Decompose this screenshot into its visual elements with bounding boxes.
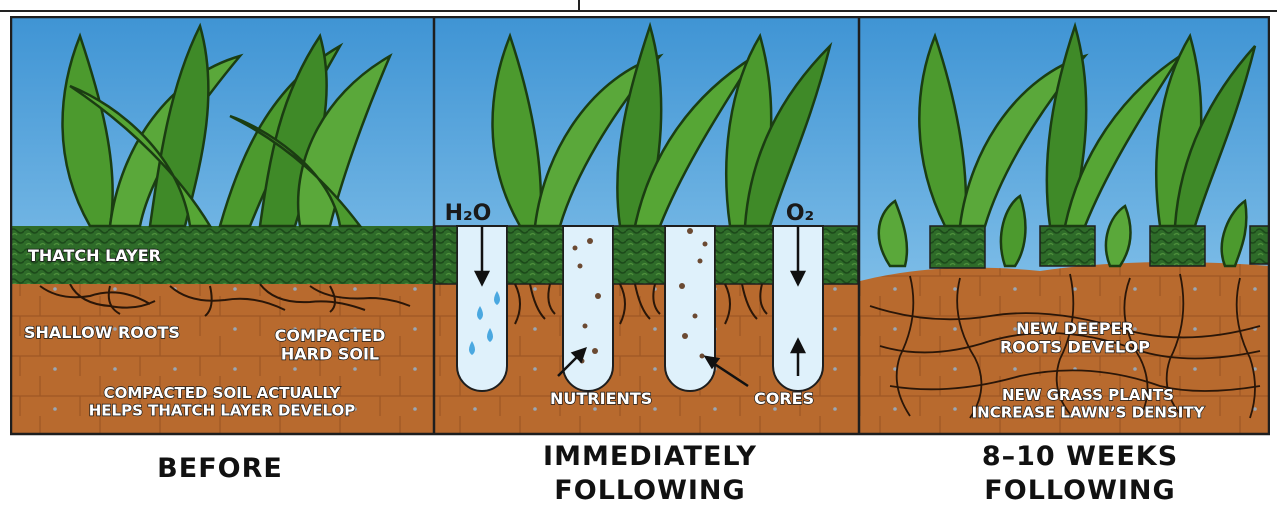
top-tick — [578, 0, 580, 12]
caption-before: BEFORE — [80, 452, 360, 486]
deeper-roots-label: NEW DEEPERROOTS DEVELOP — [1000, 319, 1150, 356]
caption-weeks-following: 8–10 WEEKS FOLLOWING — [930, 440, 1230, 508]
panel-weeks-following: NEW DEEPERROOTS DEVELOP NEW GRASS PLANTS… — [860, 16, 1270, 434]
compacted-soil-label: COMPACTEDHARD SOIL — [275, 326, 386, 363]
panel-before: THATCH LAYER SHALLOW ROOTS COMPACTEDHARD… — [10, 16, 433, 434]
h2o-label: H₂O — [445, 201, 492, 226]
nutrients-label: NUTRIENTS — [550, 389, 652, 408]
cores-label: CORES — [754, 389, 814, 408]
compaction-note-label: COMPACTED SOIL ACTUALLYHELPS THATCH LAYE… — [89, 384, 356, 419]
panel-immediately-following: H₂O O₂ NUTRIENTS CORES — [435, 16, 858, 434]
grass-density-label: NEW GRASS PLANTSINCREASE LAWN’S DENSITY — [972, 386, 1206, 421]
top-rule — [0, 10, 1277, 12]
thatch-layer-label: THATCH LAYER — [28, 246, 161, 265]
top-border — [0, 0, 1277, 16]
o2-label: O₂ — [786, 201, 814, 226]
caption-immediately-following: IMMEDIATELY FOLLOWING — [500, 440, 800, 508]
aeration-diagram: THATCH LAYER SHALLOW ROOTS COMPACTEDHARD… — [10, 16, 1270, 436]
shallow-roots-label: SHALLOW ROOTS — [24, 323, 180, 342]
